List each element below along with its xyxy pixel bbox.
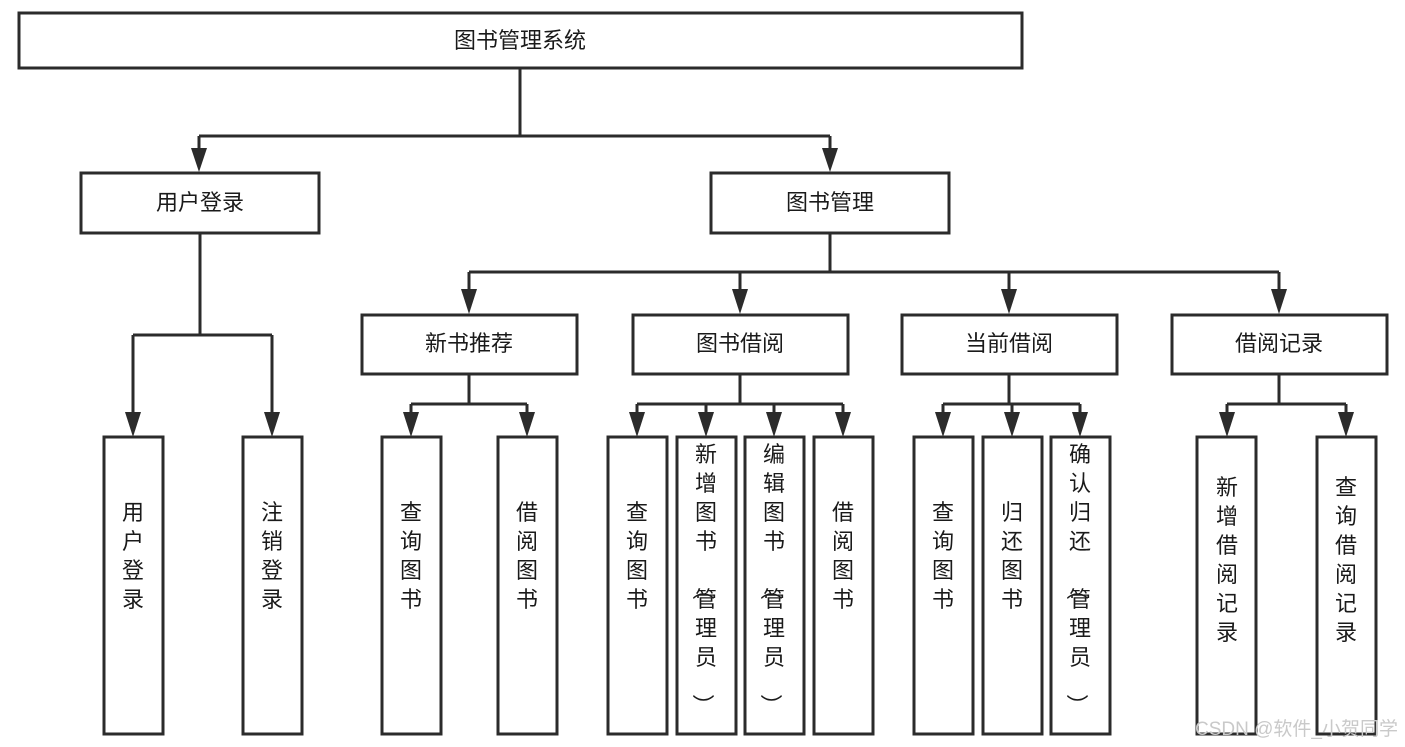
node-leaf-query-book-1-box[interactable] bbox=[380, 435, 443, 736]
node-leaf-user-login-box[interactable] bbox=[102, 435, 165, 736]
arrow-head-icon bbox=[1072, 412, 1088, 437]
node-leaf-confirm-return-box[interactable] bbox=[1049, 435, 1112, 736]
node-leaf-add-record[interactable]: 新增借阅记录 bbox=[1195, 435, 1258, 736]
arrow-head-icon bbox=[125, 412, 141, 437]
node-leaf-return-book-label: 归还图书 bbox=[1001, 500, 1023, 612]
node-leaf-query-book-1-label: 查询图书 bbox=[400, 500, 422, 612]
node-leaf-query-book-2-box[interactable] bbox=[606, 435, 669, 736]
node-leaf-query-record-box[interactable] bbox=[1315, 435, 1378, 736]
node-root-label: 图书管理系统 bbox=[454, 28, 586, 53]
node-new-book-recommend[interactable]: 新书推荐 bbox=[360, 313, 579, 376]
node-leaf-borrow-book-1-label: 借阅图书 bbox=[516, 500, 538, 612]
arrow-head-icon bbox=[629, 412, 645, 437]
node-user-login-box[interactable] bbox=[79, 171, 321, 235]
arrow-head-icon bbox=[403, 412, 419, 437]
node-leaf-user-logout-label: 注销登录 bbox=[261, 500, 283, 612]
node-leaf-edit-book-box[interactable] bbox=[743, 435, 806, 736]
arrow-head-icon bbox=[1219, 412, 1235, 437]
node-leaf-borrow-book-2-box[interactable] bbox=[812, 435, 875, 736]
node-leaf-borrow-book-2-label: 借阅图书 bbox=[832, 500, 854, 612]
node-book-borrow[interactable]: 图书借阅 bbox=[631, 313, 850, 376]
arrow-head-icon bbox=[461, 289, 477, 314]
arrow-head-icon bbox=[935, 412, 951, 437]
node-leaf-query-record-label: 查询借阅记录 bbox=[1335, 475, 1357, 645]
node-leaf-add-book[interactable]: 新增图书（管理员） bbox=[675, 435, 738, 736]
node-leaf-query-book-1[interactable]: 查询图书 bbox=[380, 435, 443, 736]
arrow-head-icon bbox=[1338, 412, 1354, 437]
node-user-login-label: 用户登录 bbox=[156, 190, 244, 215]
arrow-head-icon bbox=[519, 412, 535, 437]
arrow-head-icon bbox=[698, 412, 714, 437]
node-book-management-label: 图书管理 bbox=[786, 190, 874, 215]
node-root-box[interactable] bbox=[17, 11, 1024, 70]
csdn-watermark: CSDN @软件_小贺同学 bbox=[1195, 718, 1398, 740]
arrow-head-icon bbox=[1004, 412, 1020, 437]
node-leaf-user-login[interactable]: 用户登录 bbox=[102, 435, 165, 736]
node-user-login[interactable]: 用户登录 bbox=[79, 171, 321, 235]
node-leaf-add-record-box[interactable] bbox=[1195, 435, 1258, 736]
arrow-head-icon bbox=[766, 412, 782, 437]
node-leaf-query-book-3-box[interactable] bbox=[912, 435, 975, 736]
node-leaf-query-book-2-label: 查询图书 bbox=[626, 500, 648, 612]
node-leaf-query-book-3-label: 查询图书 bbox=[932, 500, 954, 612]
arrow-head-icon bbox=[264, 412, 280, 437]
node-leaf-borrow-book-1-box[interactable] bbox=[496, 435, 559, 736]
node-book-management[interactable]: 图书管理 bbox=[709, 171, 951, 235]
arrow-head-icon bbox=[191, 148, 207, 172]
node-root[interactable]: 图书管理系统 bbox=[17, 11, 1024, 70]
node-leaf-return-book[interactable]: 归还图书 bbox=[981, 435, 1044, 736]
node-current-borrow[interactable]: 当前借阅 bbox=[900, 313, 1119, 376]
edge-layer bbox=[125, 68, 1354, 437]
node-leaf-return-book-box[interactable] bbox=[981, 435, 1044, 736]
node-leaf-add-record-label: 新增借阅记录 bbox=[1216, 475, 1238, 645]
node-leaf-user-logout-box[interactable] bbox=[241, 435, 304, 736]
node-new-book-recommend-box[interactable] bbox=[360, 313, 579, 376]
arrow-head-icon bbox=[1001, 289, 1017, 314]
node-leaf-add-book-label: 新增图书（管理员） bbox=[690, 442, 717, 716]
node-leaf-edit-book-label: 编辑图书（管理员） bbox=[758, 442, 785, 716]
node-current-borrow-box[interactable] bbox=[900, 313, 1119, 376]
arrow-head-icon bbox=[835, 412, 851, 437]
node-leaf-confirm-return[interactable]: 确认归还（管理员） bbox=[1049, 435, 1112, 736]
node-leaf-query-record[interactable]: 查询借阅记录 bbox=[1315, 435, 1378, 736]
node-leaf-query-book-3[interactable]: 查询图书 bbox=[912, 435, 975, 736]
node-leaf-edit-book[interactable]: 编辑图书（管理员） bbox=[743, 435, 806, 736]
node-leaf-user-login-label: 用户登录 bbox=[122, 500, 144, 612]
node-leaf-add-book-box[interactable] bbox=[675, 435, 738, 736]
arrow-head-icon bbox=[732, 289, 748, 314]
node-book-management-box[interactable] bbox=[709, 171, 951, 235]
node-borrow-record-label: 借阅记录 bbox=[1235, 331, 1323, 356]
node-book-borrow-box[interactable] bbox=[631, 313, 850, 376]
node-current-borrow-label: 当前借阅 bbox=[965, 331, 1053, 356]
node-borrow-record-box[interactable] bbox=[1170, 313, 1389, 376]
arrow-head-icon bbox=[1271, 289, 1287, 314]
arrow-head-icon bbox=[822, 148, 838, 172]
node-leaf-borrow-book-1[interactable]: 借阅图书 bbox=[496, 435, 559, 736]
node-leaf-user-logout[interactable]: 注销登录 bbox=[241, 435, 304, 736]
node-new-book-recommend-label: 新书推荐 bbox=[425, 331, 513, 356]
node-borrow-record[interactable]: 借阅记录 bbox=[1170, 313, 1389, 376]
node-leaf-query-book-2[interactable]: 查询图书 bbox=[606, 435, 669, 736]
node-leaf-confirm-return-label: 确认归还（管理员） bbox=[1064, 442, 1091, 716]
node-leaf-borrow-book-2[interactable]: 借阅图书 bbox=[812, 435, 875, 736]
node-book-borrow-label: 图书借阅 bbox=[696, 331, 784, 356]
